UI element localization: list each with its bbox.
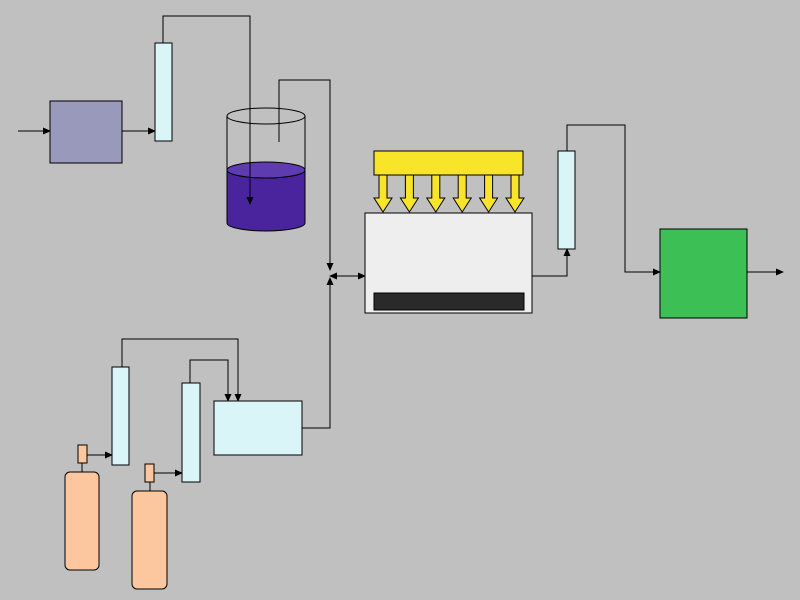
- line-column-3-to-chamber: [121, 338, 242, 402]
- line-beaker-to-junction: [278, 79, 334, 271]
- line-reactor-to-column: [532, 248, 571, 277]
- mixing-chamber: [213, 400, 303, 456]
- outlet-column: [557, 150, 576, 250]
- light-source: [373, 150, 525, 213]
- column-3: [111, 366, 130, 466]
- light-arrow: [452, 174, 473, 213]
- light-arrow: [505, 174, 525, 213]
- photoreactor: [364, 212, 533, 314]
- light-arrow: [373, 174, 393, 213]
- line-column-to-detector: [566, 124, 661, 276]
- line-chamber-to-junction: [302, 277, 334, 429]
- line-column-to-beaker: [162, 15, 254, 205]
- line-column-4-to-chamber: [189, 359, 232, 402]
- lamp-housing: [373, 150, 524, 176]
- cylinder-2-body: [131, 490, 168, 590]
- light-arrow: [478, 174, 499, 213]
- gas-cylinder-2: [131, 463, 168, 590]
- beaker-body: [226, 169, 306, 232]
- beaker-liquid-surface: [226, 161, 306, 179]
- light-arrows: [373, 174, 525, 213]
- cylinder-1-valve: [77, 444, 88, 464]
- light-arrow: [399, 174, 420, 213]
- source-box: [49, 100, 123, 164]
- detector: [659, 228, 748, 319]
- light-arrow: [425, 174, 446, 213]
- gas-cylinder-1: [64, 444, 100, 571]
- cylinder-1-body: [64, 471, 100, 571]
- reactor-plate: [373, 292, 525, 311]
- saturator-beaker: [226, 107, 306, 232]
- purifier-column-1: [154, 42, 173, 142]
- cylinder-2-valve: [144, 463, 155, 483]
- column-4: [181, 382, 201, 483]
- beaker-rim: [226, 107, 306, 125]
